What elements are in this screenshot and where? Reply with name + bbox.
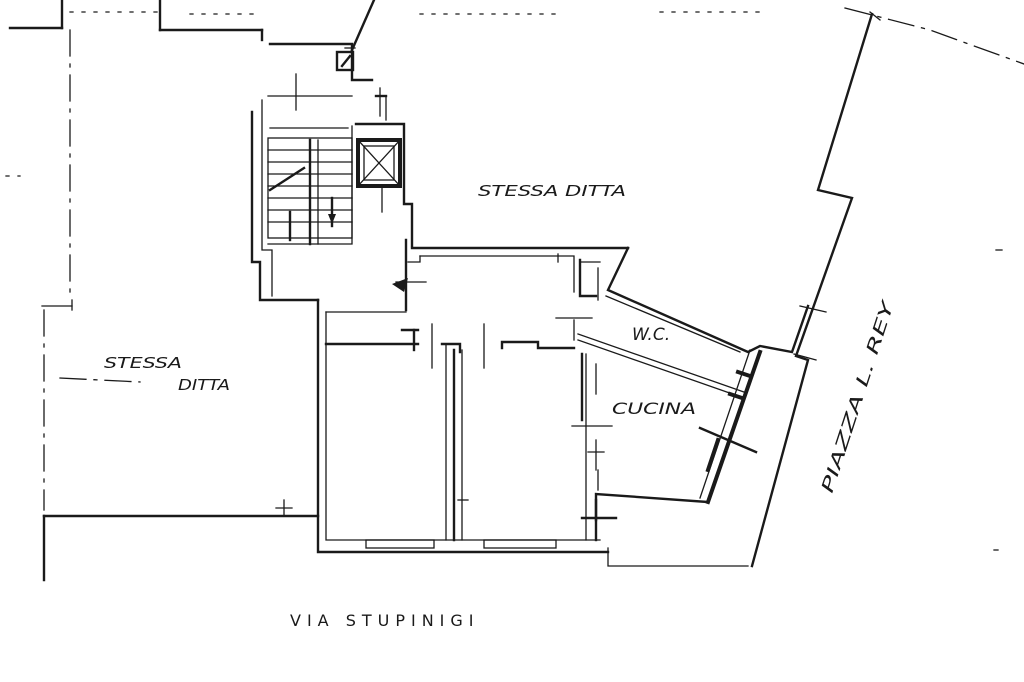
label-via-stupinigi: VIA STUPINIGI <box>290 611 480 630</box>
label-stessa-ditta-top: STESSA DITTA <box>478 182 626 200</box>
label-stessa-ditta-left-2: DITTA <box>178 376 230 394</box>
left-neighbour-walls <box>5 0 320 582</box>
right-neighbour-walls <box>750 12 1003 568</box>
chimney-icon <box>335 50 355 72</box>
label-piazza-rey: PIAZZA L. REY <box>818 297 900 496</box>
label-cucina: CUCINA <box>612 399 696 418</box>
label-stessa-ditta-left-1: STESSA <box>104 354 182 372</box>
apartment-walls <box>275 238 810 567</box>
staircase-icon <box>267 137 353 246</box>
elevator-icon <box>356 138 402 213</box>
top-boundary-lines <box>69 7 1024 65</box>
label-wc: W.C. <box>632 325 670 345</box>
stair-core <box>250 0 414 302</box>
